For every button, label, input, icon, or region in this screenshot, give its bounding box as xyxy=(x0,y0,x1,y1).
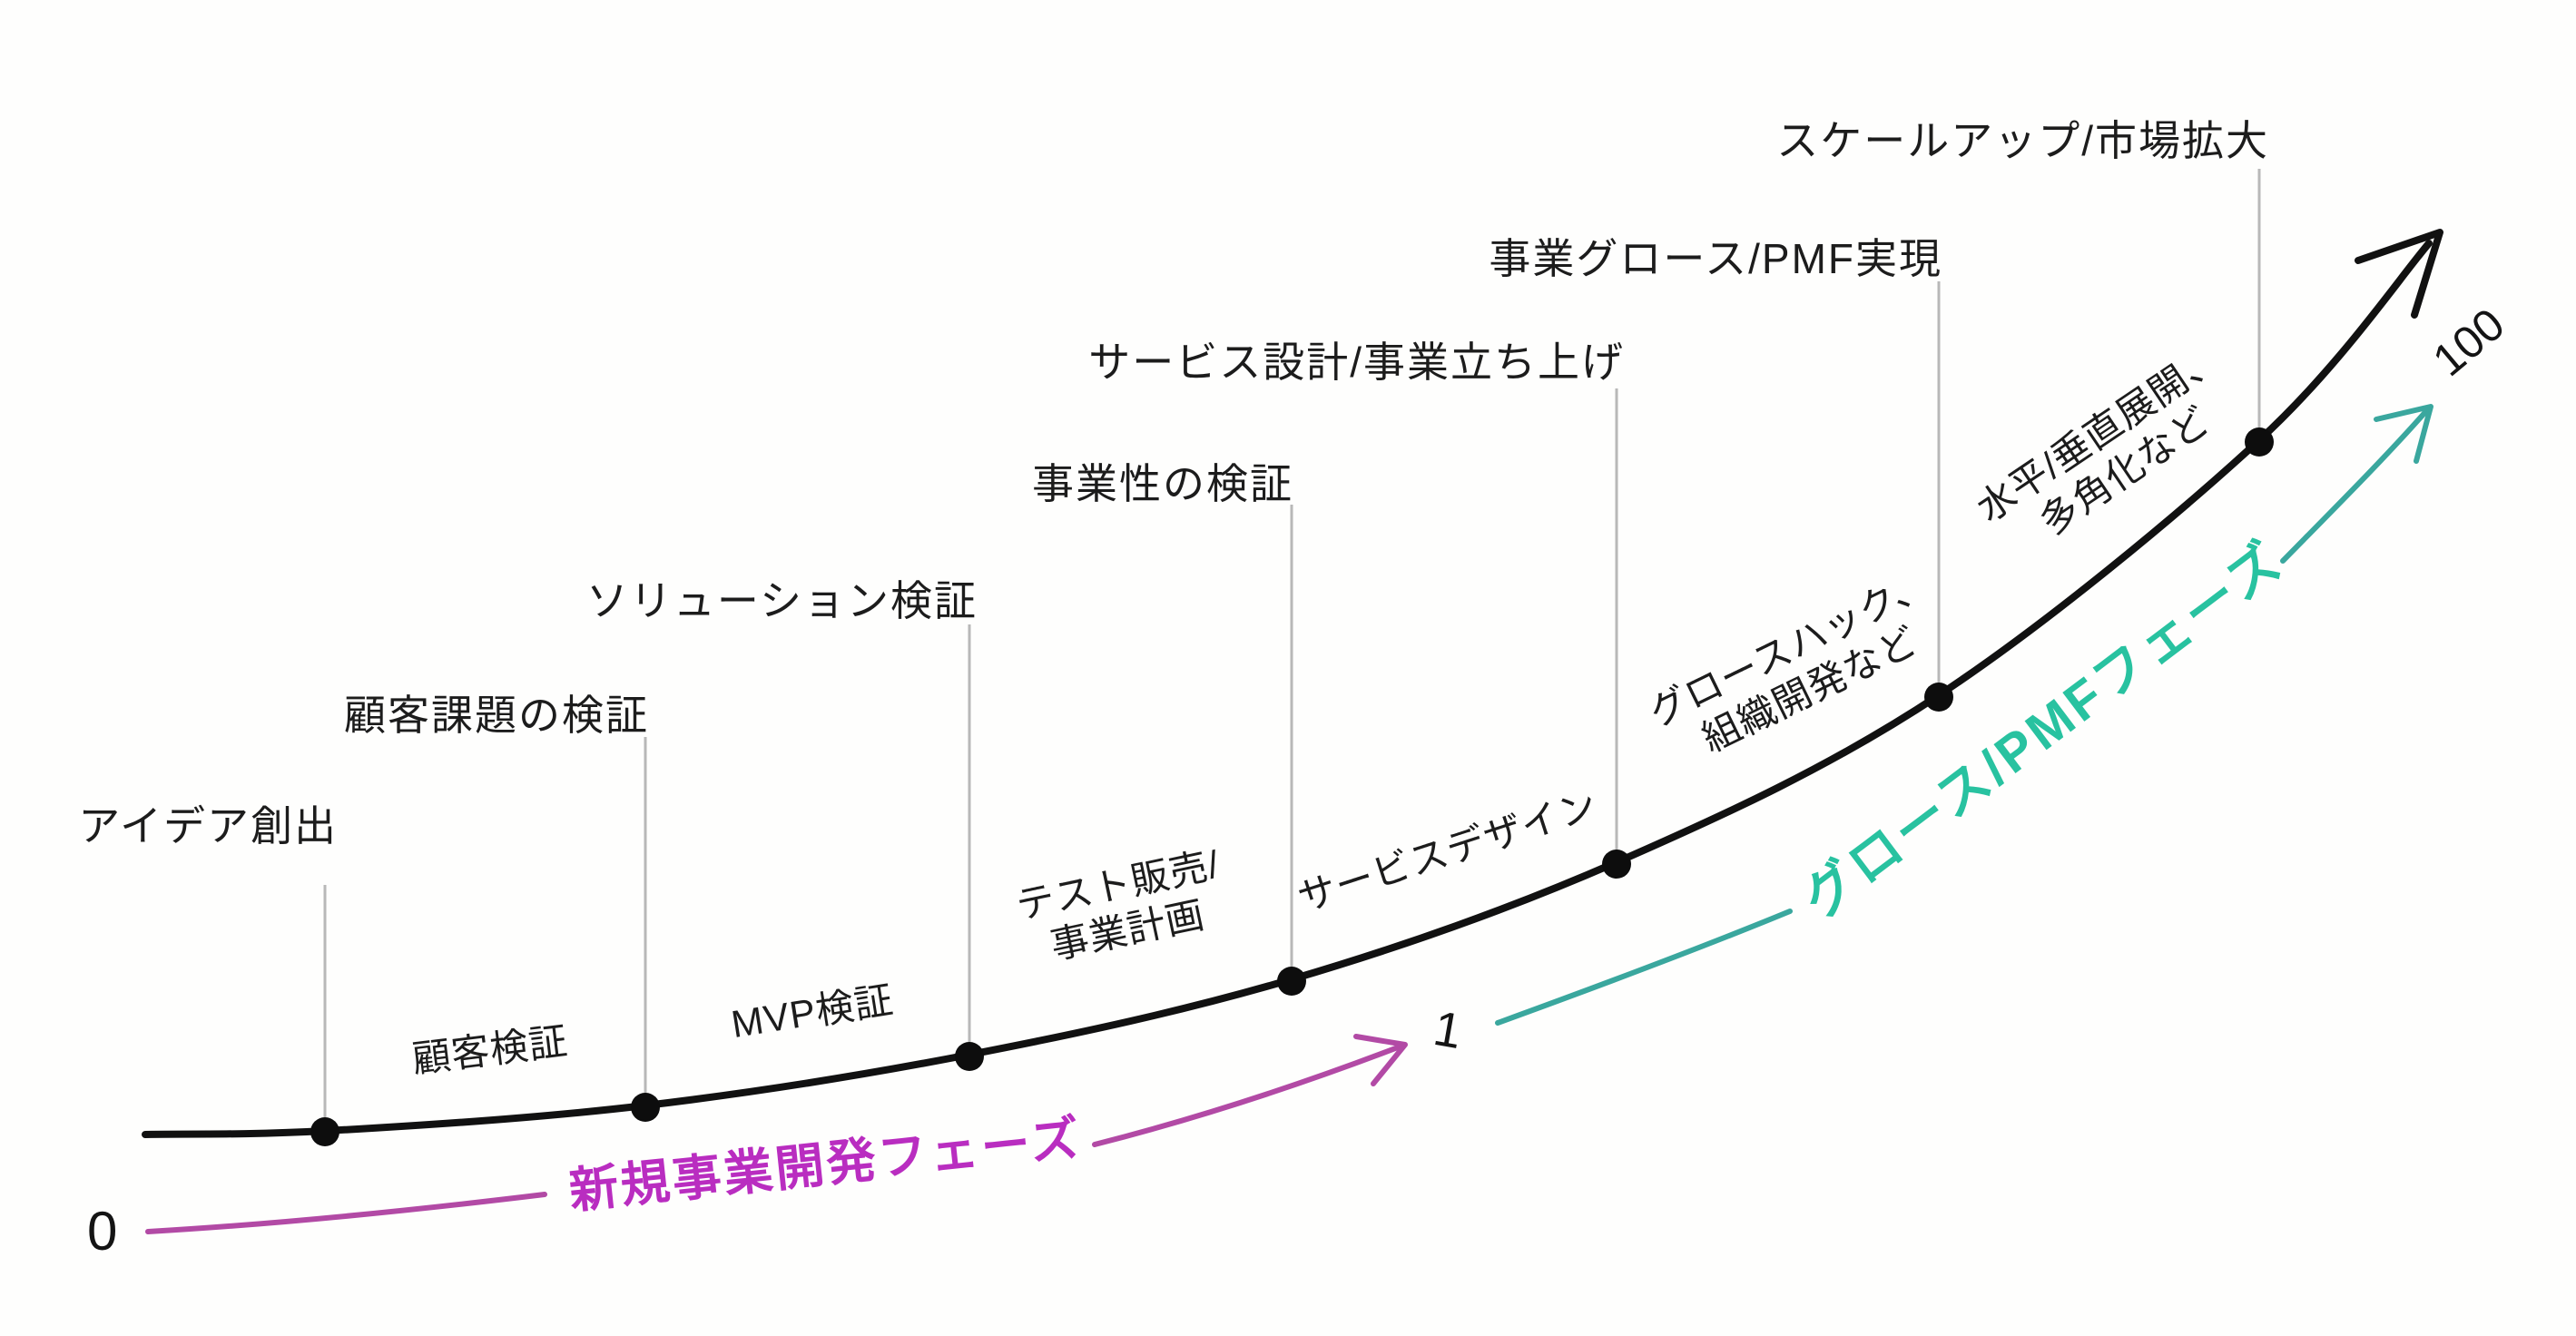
milestone-label-business-viability: 事業性の検証 xyxy=(1032,460,1293,507)
phase2-arrowhead xyxy=(2374,404,2433,464)
droplines xyxy=(323,169,2261,1132)
dot-service-design xyxy=(1602,850,1631,879)
milestone-label-scale-up: スケールアップ/市場拡大 xyxy=(1776,117,2269,164)
growth-curve-arrowhead xyxy=(2355,229,2443,319)
phase1-arrowhead xyxy=(1353,1034,1408,1086)
milestone-label-idea: アイデア創出 xyxy=(78,802,338,850)
phase2-arrow-line-start xyxy=(1495,909,1793,1026)
scale-marker-zero: 0 xyxy=(87,1201,118,1262)
milestone-dots xyxy=(310,427,2274,1146)
milestone-label-service-design: サービス設計/事業立ち上げ xyxy=(1088,339,1625,386)
dot-idea xyxy=(310,1117,339,1146)
milestone-label-business-growth: 事業グロース/PMF実現 xyxy=(1489,235,1942,282)
milestone-label-customer-problem: 顧客課題の検証 xyxy=(344,692,649,739)
milestone-label-solution: ソリューション検証 xyxy=(585,577,978,624)
growth-curve xyxy=(142,240,2433,1138)
phase1-arrow xyxy=(145,1034,1408,1234)
dot-business-viability xyxy=(1277,967,1306,996)
phase1-arrow-line-start xyxy=(145,1192,547,1234)
phase2-arrow xyxy=(1495,404,2433,1026)
dot-solution xyxy=(955,1042,984,1071)
phase2-arrow-line-end xyxy=(2280,409,2428,564)
dot-business-growth xyxy=(1924,683,1953,712)
dot-scale-up xyxy=(2245,427,2274,457)
phase1-arrow-line-end xyxy=(1092,1045,1401,1147)
dot-customer-problem xyxy=(631,1093,660,1122)
